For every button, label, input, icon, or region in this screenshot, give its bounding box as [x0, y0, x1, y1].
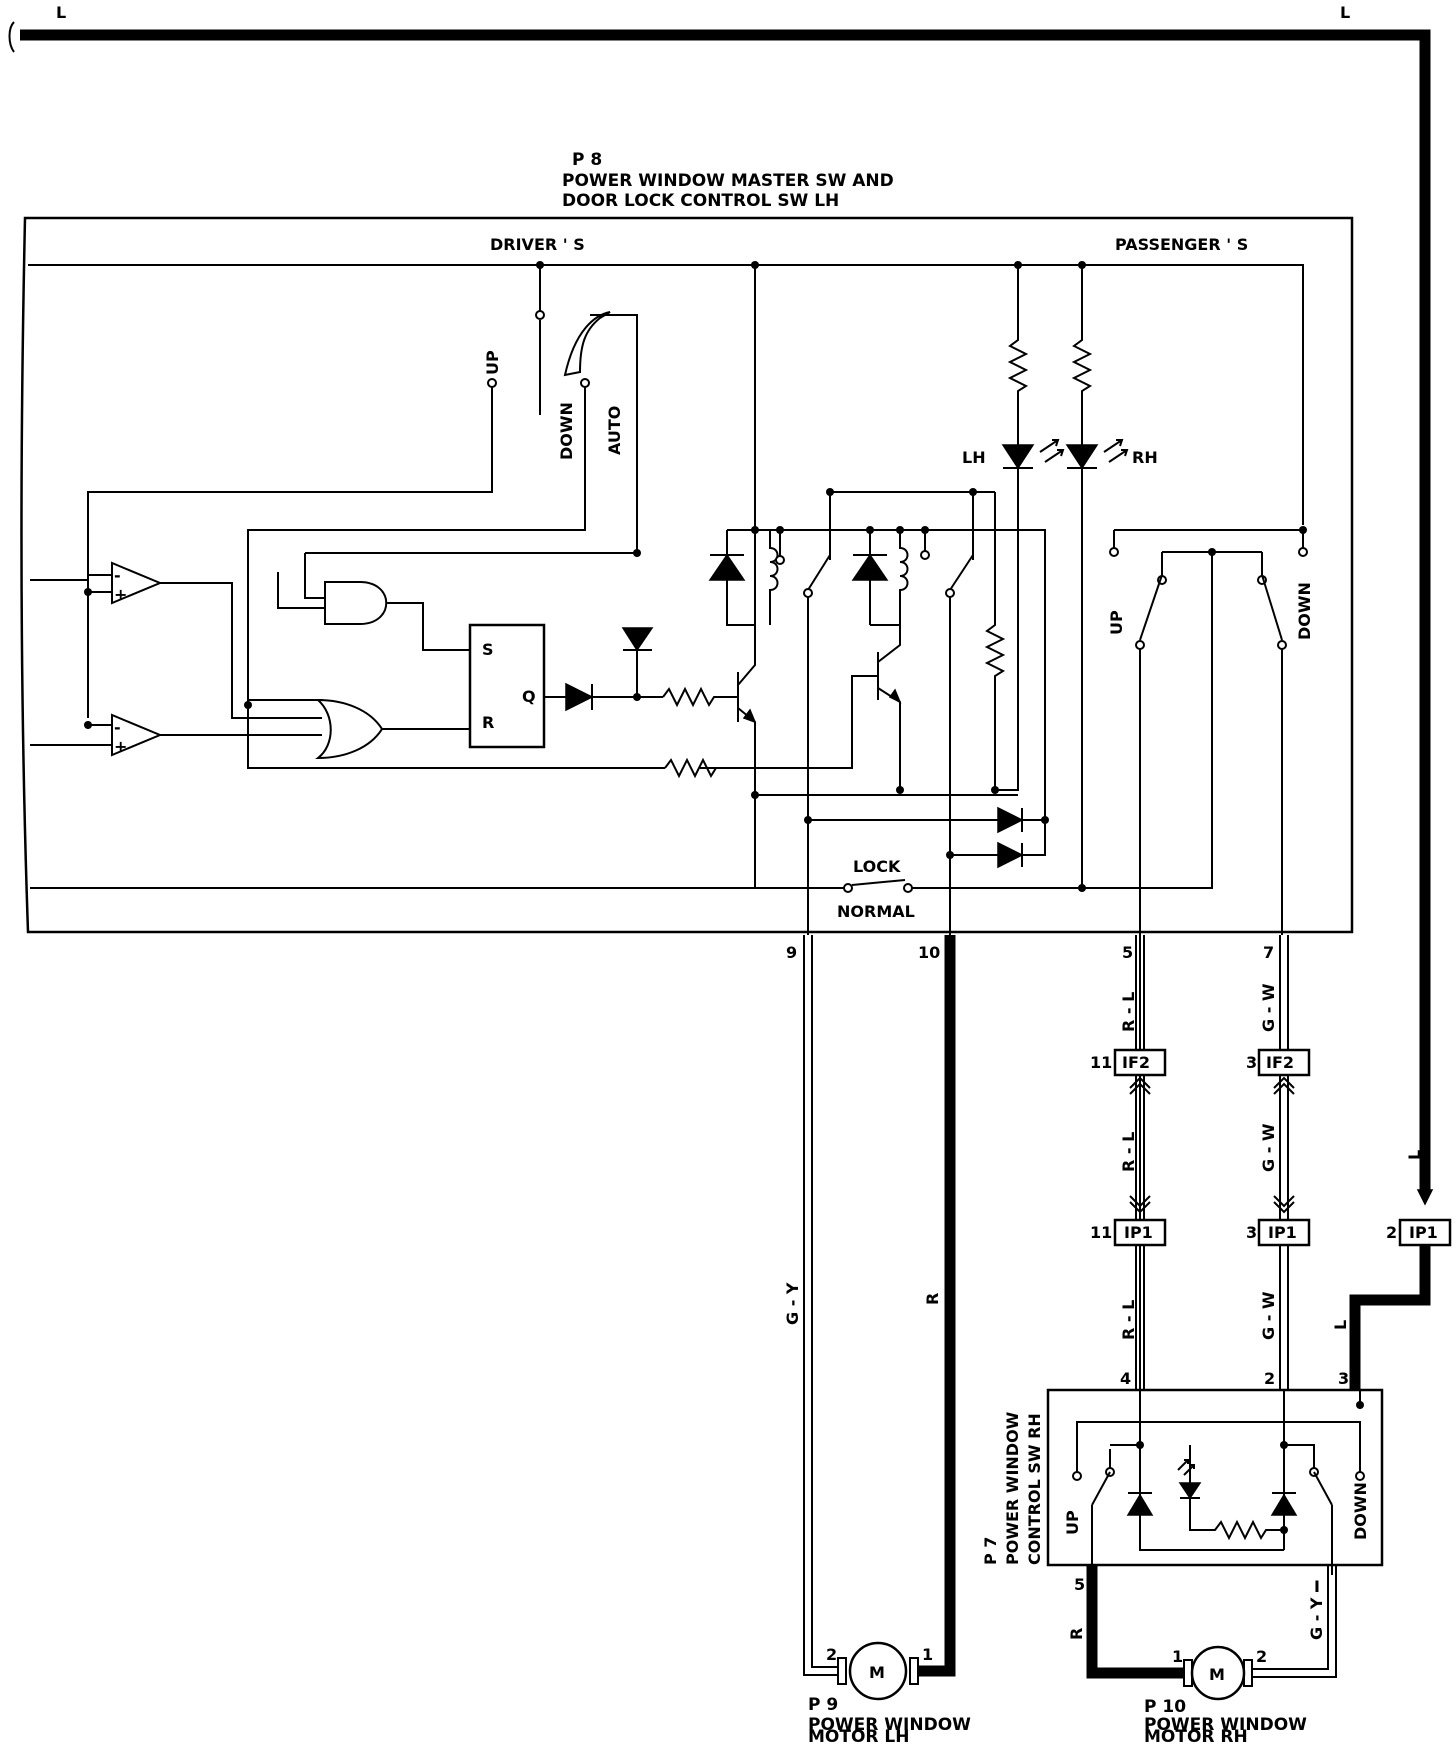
rh-sw-pin-5: 5: [1074, 1575, 1085, 1594]
reset-label: R: [482, 713, 494, 732]
motor-lh-symbol: M: [869, 1663, 885, 1682]
ip1-left-name: IP1: [1124, 1223, 1153, 1242]
right-l-lower: L: [1331, 1320, 1350, 1330]
rh-sw-code: P 7: [981, 1537, 1000, 1565]
op1-minus: -: [114, 566, 121, 585]
motor-lh-pin-1: 1: [922, 1645, 933, 1664]
master-switch-title-line2: DOOR LOCK CONTROL SW LH: [562, 191, 839, 211]
right-l-feed: L L: [1331, 1150, 1431, 1390]
rl-wire-lower: R - L: [1119, 1300, 1138, 1340]
ip1-right-pin: 2: [1386, 1223, 1397, 1242]
ip1-mid-pin: 3: [1246, 1223, 1257, 1242]
pin-9: 9: [786, 943, 797, 962]
pin-5: 5: [1122, 943, 1133, 962]
rl-wire-middle: R - L: [1119, 1132, 1138, 1172]
motor-rh-title-line1: POWER WINDOW: [1144, 1715, 1307, 1735]
if2-right-name: IF2: [1266, 1053, 1294, 1072]
rh-motor-r-wire: R: [1067, 1628, 1086, 1640]
top-l-wire: L L: [8, 3, 1434, 1206]
down-label: DOWN: [557, 402, 576, 460]
motor-rh-code: P 10: [1144, 1697, 1186, 1717]
driver-label: DRIVER ' S: [490, 235, 585, 254]
motor-rh-symbol: M: [1209, 1665, 1225, 1684]
ip1-right-name: IP1: [1409, 1223, 1438, 1242]
master-switch-box: [20, 216, 1354, 934]
lh-motor-harness: G - Y R M 2 1 P 9 POWER WINDOW MOTOR LH: [783, 935, 971, 1744]
rh-control-switch: 4 2 3: [981, 1369, 1384, 1596]
lock-label: LOCK: [853, 857, 901, 876]
master-switch-circuit: UP DOWN AUTO DRIVER ' S PASSENGER ' S - …: [28, 235, 1314, 935]
set-label: S: [482, 640, 494, 659]
rh-sw-pin-3: 3: [1338, 1369, 1349, 1388]
top-wire-right-label: L: [1340, 3, 1350, 22]
passenger-label: PASSENGER ' S: [1115, 235, 1248, 254]
gw-wire-upper: G - W: [1259, 983, 1278, 1032]
passenger-up-label: UP: [1107, 610, 1126, 635]
motor-lh-code: P 9: [808, 1695, 838, 1715]
gw-wire-lower: G - W: [1259, 1291, 1278, 1340]
pin-7: 7: [1263, 943, 1274, 962]
ip1-left-pin: 11: [1090, 1223, 1112, 1242]
master-switch-pins: 9 10 5 7: [786, 943, 1274, 962]
rh-sw-up-label: UP: [1063, 1510, 1082, 1535]
up-label: UP: [483, 350, 502, 375]
connectors: IF2 11 IF2 3 IP1 11 IP1 3 IP1 2: [1090, 1048, 1452, 1247]
motor-lh-pin-2: 2: [826, 1645, 837, 1664]
pin10-wire-color: R: [923, 1293, 942, 1305]
op2-minus: -: [114, 718, 121, 737]
passenger-down-label: DOWN: [1295, 582, 1314, 640]
right-l-upper: L: [1405, 1150, 1424, 1160]
rh-sw-pin-1: I: [1314, 1577, 1320, 1596]
pin-10: 10: [918, 943, 940, 962]
gw-wire-middle: G - W: [1259, 1123, 1278, 1172]
ip1-mid-name: IP1: [1268, 1223, 1297, 1242]
rh-sw-title-line2: CONTROL SW RH: [1025, 1413, 1044, 1565]
master-switch-code: P 8: [572, 150, 602, 170]
op2-plus: +: [114, 737, 127, 756]
rh-sw-down-label: DOWN: [1351, 1482, 1370, 1540]
rh-motor-gy-wire: G - Y: [1307, 1597, 1326, 1640]
normal-label: NORMAL: [837, 902, 915, 921]
pin9-wire-color: G - Y: [783, 1282, 802, 1325]
motor-rh-pin-2: 2: [1256, 1647, 1267, 1666]
master-switch-title: P 8 POWER WINDOW MASTER SW AND DOOR LOCK…: [562, 150, 894, 211]
rh-led-label: RH: [1132, 448, 1158, 467]
master-switch-title-line1: POWER WINDOW MASTER SW AND: [562, 171, 894, 191]
if2-left-pin: 11: [1090, 1053, 1112, 1072]
rl-wire-upper: R - L: [1119, 992, 1138, 1032]
rh-sw-pin-2: 2: [1264, 1369, 1275, 1388]
motor-rh-pin-1: 1: [1172, 1647, 1183, 1666]
rh-sw-title-line1: POWER WINDOW: [1003, 1411, 1022, 1565]
auto-label: AUTO: [605, 406, 624, 455]
if2-left-name: IF2: [1122, 1053, 1150, 1072]
motor-rh-title-line2: MOTOR RH: [1144, 1727, 1248, 1744]
rh-sw-pin-4: 4: [1120, 1369, 1131, 1388]
motor-lh-title-line1: POWER WINDOW: [808, 1715, 971, 1735]
top-wire-left-label: L: [56, 3, 66, 22]
motor-lh-title-line2: MOTOR LH: [808, 1727, 910, 1744]
op1-plus: +: [114, 585, 127, 604]
q-label: Q: [522, 687, 536, 706]
lh-led-label: LH: [962, 448, 986, 467]
rh-motor-harness: R G - Y M 1 2 P 10 POWER WINDOW MOTOR RH: [1067, 1565, 1337, 1744]
if2-right-pin: 3: [1246, 1053, 1257, 1072]
passenger-harness: R - L R - L R - L G - W G - W G - W: [1119, 935, 1295, 1390]
